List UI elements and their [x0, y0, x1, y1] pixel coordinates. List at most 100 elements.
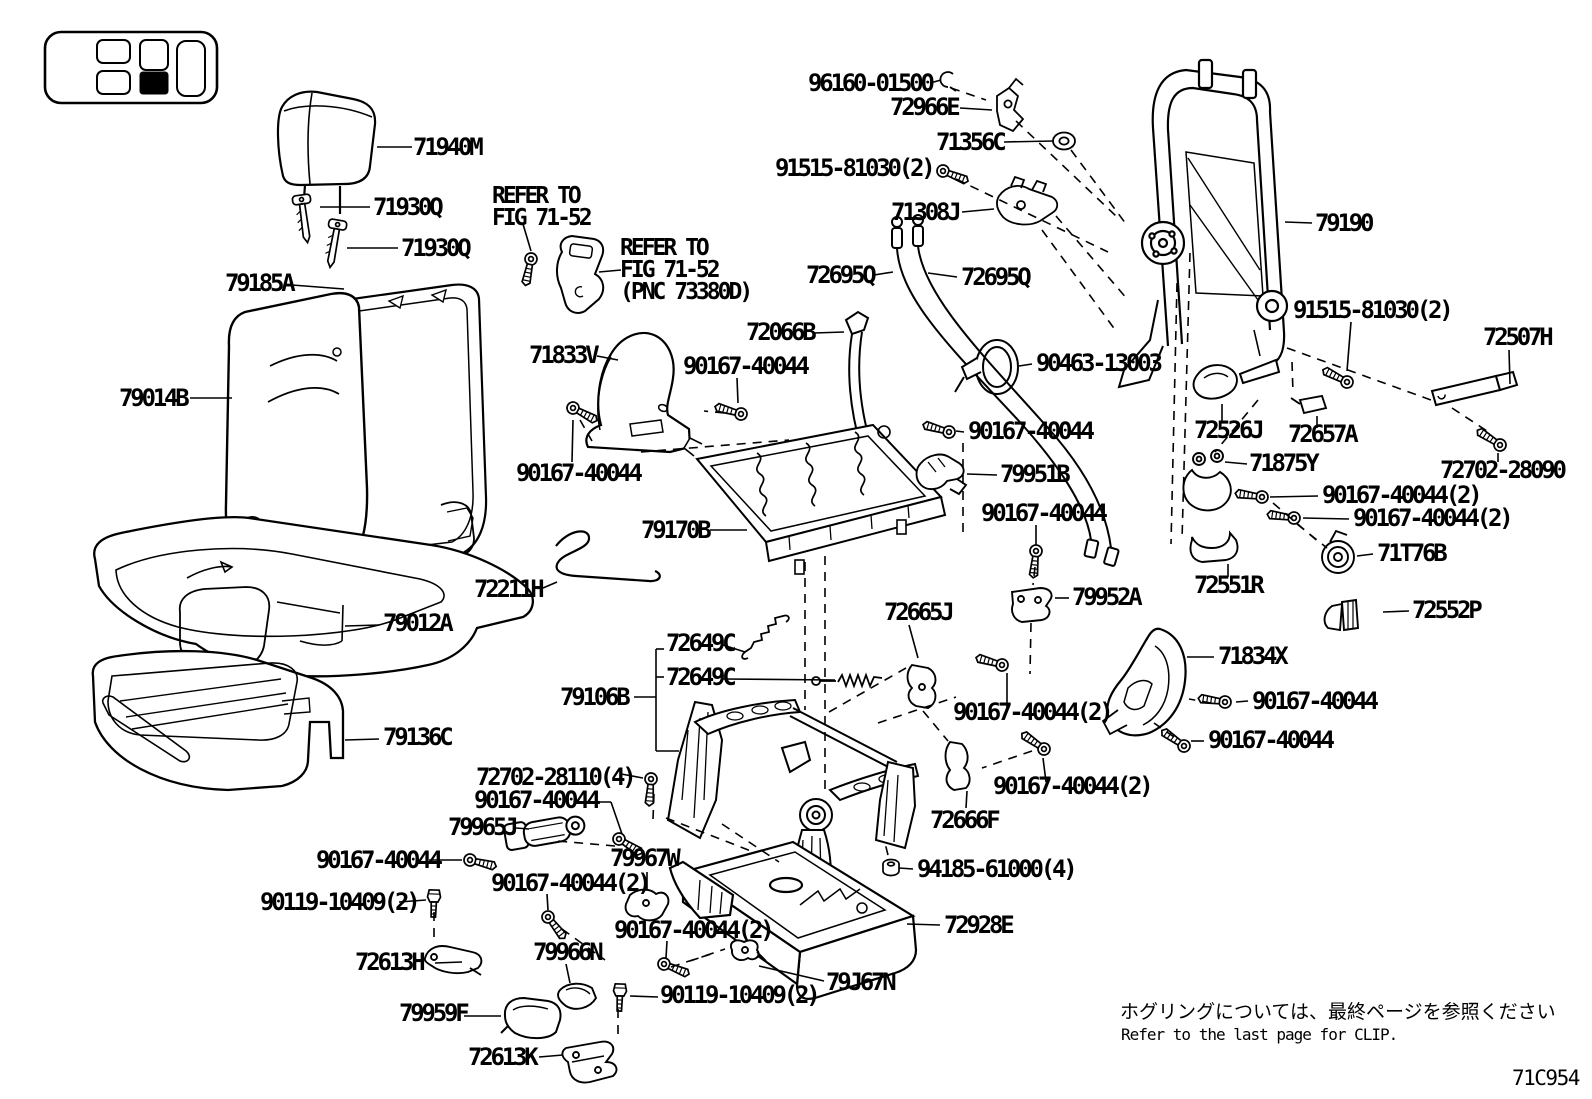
dash-line [877, 696, 957, 724]
springs-72649c-drawing [741, 614, 923, 690]
seat-frame-79170b-drawing [682, 423, 947, 575]
cover-79959f-drawing [500, 996, 562, 1040]
leader-line [665, 940, 668, 959]
leader-line [966, 473, 998, 476]
leader-line [1382, 610, 1410, 613]
part-number-label: 90167-40044(2) [614, 916, 772, 944]
headrest-guide-pin-icon [291, 192, 318, 245]
part-number-label: 72526J [1194, 416, 1262, 444]
part-number-label: 79951B [1000, 460, 1070, 488]
base-72928e-drawing [668, 840, 918, 1000]
dash-line [640, 439, 790, 453]
leader-line [1302, 517, 1350, 520]
leader-line [898, 867, 914, 870]
part-number-label: 96160-01500 [808, 69, 934, 97]
part-number-label: 90167-40044 [474, 786, 600, 814]
leader-line [434, 961, 463, 964]
leader-line [929, 79, 942, 84]
part-number-label: 71308J [891, 198, 959, 226]
part-number-label: 79965J [448, 813, 516, 841]
screw-icon [712, 399, 750, 423]
screw-icon [934, 162, 972, 188]
leader-line [546, 893, 549, 911]
hinge-small-parts-drawing [939, 71, 1076, 226]
part-number-label: 90167-40044 [1208, 726, 1334, 754]
part-number-label: 72695Q [806, 261, 876, 289]
dash-line [561, 928, 606, 961]
release-cables-72695q-drawing [891, 214, 1120, 567]
leader-line [965, 790, 968, 809]
part-number-label: 72552P [1412, 596, 1482, 624]
footer-note-japanese: ホグリングについては、最終ページを参照ください [1120, 1001, 1556, 1023]
leader-line [1235, 700, 1249, 703]
dash-line [1286, 347, 1432, 401]
dash-line [955, 178, 1109, 253]
screw-icon [655, 955, 693, 981]
leader-line [515, 827, 530, 830]
part-number-label: 90167-40044 [516, 459, 642, 487]
dash-line [652, 793, 655, 820]
leader-line [961, 208, 995, 213]
selected-seat-marker [139, 71, 169, 95]
part-number-label: 90167-40044(2) [953, 698, 1111, 726]
part-number-label: 79J67N [826, 968, 896, 996]
wire-72211h-drawing [555, 530, 661, 583]
leader-line [813, 331, 845, 334]
dash-line [689, 948, 726, 962]
part-number-label: 90167-40044(2) [491, 869, 649, 897]
leader-line [722, 644, 746, 653]
part-number-label: 90167-40044 [981, 499, 1107, 527]
part-number-label: 79012A [383, 609, 454, 637]
footer-note-english: Refer to the last page for CLIP. [1121, 1025, 1398, 1044]
part-number-label: 71833V [529, 341, 599, 369]
part-number-label: 72613K [468, 1043, 539, 1071]
part-number-label: 90167-40044(2) [993, 772, 1151, 800]
part-number-label: 71930Q [401, 234, 471, 262]
part-number-label: 79136C [383, 723, 452, 751]
part-number-label: 72211H [474, 575, 543, 603]
dash-line [1032, 566, 1036, 586]
part-number-label: 79967W [610, 844, 681, 872]
part-number-label: 90463-13003 [1036, 349, 1161, 377]
part-number-label: 71875Y [1249, 449, 1320, 477]
right-side-small-parts-drawing [1182, 364, 1360, 632]
part-number-label: 90167-40044(2) [1353, 504, 1511, 532]
screw-icon [973, 650, 1011, 674]
bracket-72613k-drawing [561, 1040, 618, 1084]
part-number-label: 90119-10409(2) [660, 981, 818, 1009]
part-number-label: 91515-81030(2) [1293, 296, 1451, 324]
part-number-label: 90167-40044 [316, 846, 442, 874]
side-cover-71833v-drawing [585, 331, 692, 454]
cable-clamp-90463-drawing [954, 339, 1019, 395]
leader-line [344, 624, 380, 627]
part-number-label: 79106B [560, 683, 630, 711]
leader-lines [190, 79, 1511, 1058]
figure-code: 71C954 [1512, 1066, 1580, 1090]
clamp-79j67n-drawing [730, 939, 767, 962]
screw-icon [1319, 363, 1356, 391]
dash-line [579, 419, 593, 442]
leader-line [620, 773, 644, 779]
part-number-label: 79952A [1072, 583, 1143, 611]
part-number-label: 91515-81030(2) [775, 154, 933, 182]
headrest-guide-pin-icon [320, 217, 349, 270]
adjuster-frame-79106b-drawing [666, 698, 920, 884]
dash-line [1214, 399, 1259, 453]
dash-line [1291, 361, 1294, 394]
leader-line [565, 963, 571, 984]
part-number-label: 79959F [399, 999, 469, 1027]
leader-line [906, 923, 941, 926]
leader-line [927, 272, 958, 278]
part-number-label: 90119-10409(2) [260, 888, 418, 916]
part-number-label: 71T76B [1377, 539, 1447, 567]
leader-line [571, 419, 574, 463]
part-number-label: 72695Q [961, 263, 1031, 291]
bracket-79951b-drawing [915, 453, 968, 496]
screw-icon [518, 251, 539, 288]
leader-line [398, 899, 427, 903]
bolt-icon [611, 982, 628, 1013]
leader-line [908, 624, 919, 659]
